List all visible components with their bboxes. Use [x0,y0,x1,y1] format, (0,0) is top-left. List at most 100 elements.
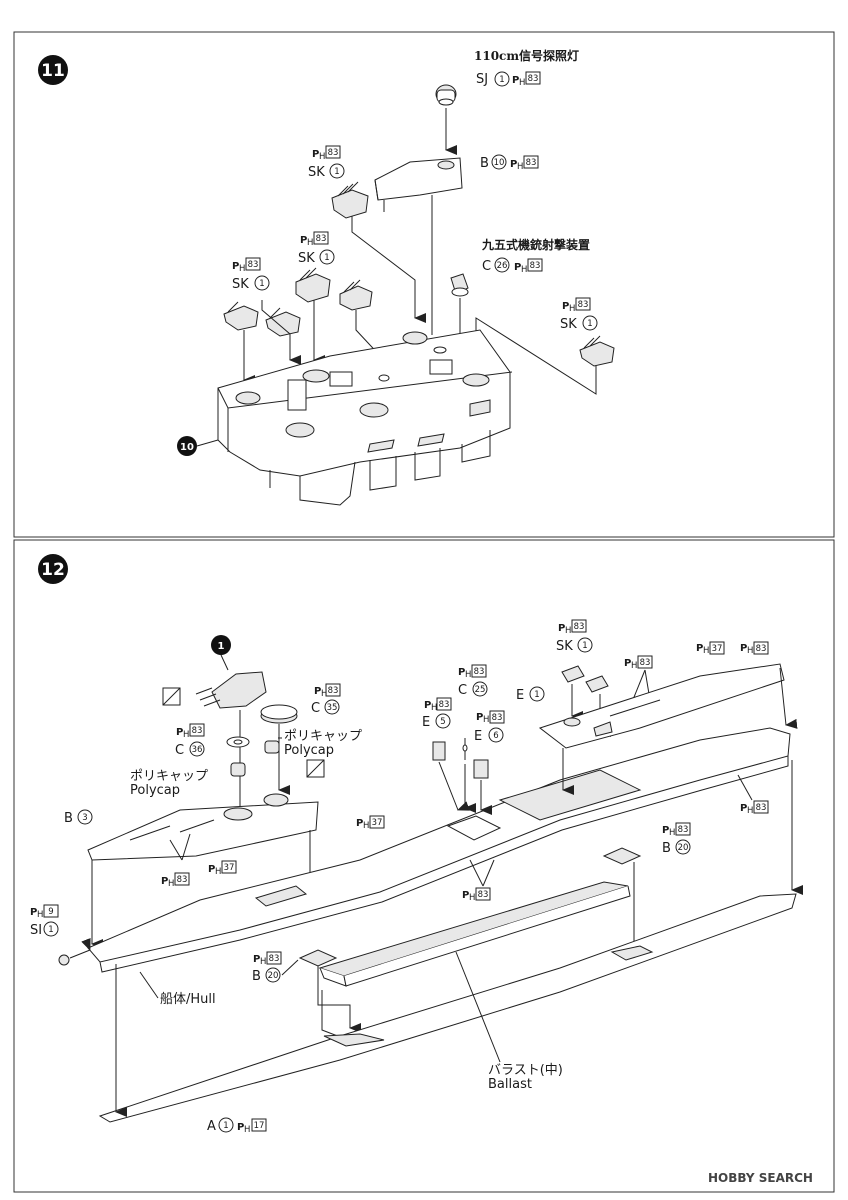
mg-mount-part-a [331,181,369,219]
svg-text:10: 10 [494,158,505,168]
svg-text:P: P [208,864,215,875]
svg-text:H: H [321,689,327,699]
svg-text:P: P [740,643,747,654]
ph83-ph37-front: P H 83 P H 37 [161,833,237,889]
svg-text:P: P [696,643,703,654]
svg-text:SI: SI [30,923,42,938]
svg-text:37: 37 [224,863,235,873]
b10-label: B 10 P H 83 [480,154,539,172]
svg-text:83: 83 [474,667,485,677]
svg-text:P: P [312,149,319,160]
svg-text:5: 5 [440,717,445,727]
svg-text:HOBBY SEARCH: HOBBY SEARCH [708,1171,813,1185]
svg-text:P: P [30,907,37,918]
svg-text:C: C [175,743,184,758]
svg-text:H: H [521,265,527,275]
a1-label: A 1 P H 17 [207,1117,267,1135]
svg-text:12: 12 [41,560,65,580]
main-turret-part [195,671,267,709]
svg-text:P: P [314,686,321,697]
svg-text:B: B [64,811,73,826]
svg-text:Ballast: Ballast [488,1077,532,1092]
hull-deck [87,727,791,973]
mg-mount-part-b [295,267,373,311]
rear-deck-part [538,663,785,749]
si1-part [58,954,70,966]
sk1-label-c: P H 83 SK 1 [232,257,270,292]
svg-text:1: 1 [534,690,539,700]
svg-text:H: H [363,821,369,831]
svg-text:P: P [510,159,517,170]
searchlight-label: 110cm信号探照灯 SJ 1 P H 83 [474,48,579,88]
svg-text:9: 9 [48,907,53,917]
mg-mount-part-c [223,301,301,337]
svg-text:H: H [215,867,221,877]
callout-10: 10 [177,436,219,456]
svg-text:83: 83 [526,158,537,168]
e6-part [473,759,489,779]
b20-left-label: P H 83 B 20 [252,951,282,984]
svg-text:P: P [558,623,565,634]
c36-part [226,736,250,748]
bottom-hull-part [98,893,797,1123]
svg-text:A: A [207,1119,216,1134]
svg-text:H: H [37,910,43,920]
b20-left-part [298,949,338,967]
svg-text:SJ: SJ [476,72,488,87]
svg-text:37: 37 [712,644,723,654]
svg-text:83: 83 [316,234,327,244]
svg-text:P: P [512,75,519,86]
e5-label: P H 83 E 5 [422,697,452,730]
ph37-mid-label: P H 37 [356,815,385,831]
ph83-right: P H 83 [737,774,769,816]
mg-director-label: 九五式機銃射撃装置 C 26 P H 83 [481,237,590,275]
svg-text:H: H [703,646,709,656]
svg-text:37: 37 [372,818,383,828]
svg-text:SK: SK [298,251,315,266]
svg-text:83: 83 [492,713,503,723]
ballast-part [318,881,631,987]
svg-text:H: H [569,304,575,314]
polycap-part-left [230,762,246,777]
svg-text:83: 83 [574,622,585,632]
svg-text:1: 1 [48,925,53,935]
svg-text:H: H [307,238,313,248]
hull-label: 船体/Hull [139,971,216,1007]
svg-text:83: 83 [269,954,280,964]
b20-right-part [602,847,642,865]
sk1-label-d: P H 83 SK 1 [560,297,598,332]
polycap-label-left: ポリキャップ Polycap [130,769,208,798]
svg-text:B: B [480,156,489,171]
svg-text:P: P [740,803,747,814]
svg-text:83: 83 [478,890,489,900]
svg-text:P: P [476,712,483,723]
step-12-panel [13,539,835,1193]
svg-text:船体/Hull: 船体/Hull [160,992,216,1007]
svg-text:83: 83 [328,148,339,158]
svg-text:1: 1 [582,641,587,651]
svg-text:P: P [161,876,168,887]
c35-part [260,704,298,724]
svg-text:E: E [474,729,482,744]
sk1-rear-parts [561,665,609,693]
svg-text:83: 83 [192,726,203,736]
warning-icon-2 [306,759,325,778]
c36-label: P H 83 C 36 [175,723,205,758]
svg-text:ポリキャップ: ポリキャップ [130,769,208,784]
svg-text:3: 3 [82,813,87,823]
svg-text:ポリキャップ: ポリキャップ [284,729,362,744]
svg-text:P: P [662,825,669,836]
svg-text:SK: SK [232,277,249,292]
svg-text:P: P [624,658,631,669]
svg-text:11: 11 [41,61,65,81]
svg-text:C: C [482,259,491,274]
sk1-label-a: P H 83 SK 1 [308,145,345,180]
step-11-panel [13,31,835,538]
svg-text:SK: SK [556,639,573,654]
svg-text:83: 83 [578,300,589,310]
callout-1: 1 [211,635,231,671]
svg-text:H: H [747,806,753,816]
b3-label: B 3 [64,809,93,826]
svg-text:E: E [422,715,430,730]
